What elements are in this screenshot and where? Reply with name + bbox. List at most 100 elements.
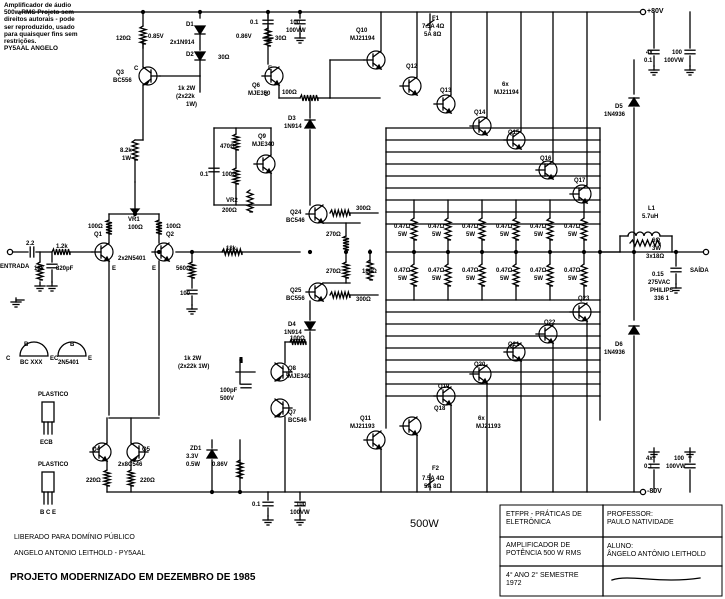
label-q3-type: BC556 xyxy=(113,78,132,84)
output-transistor-lower xyxy=(578,302,588,310)
label-emitter-resistor-power: 5W xyxy=(398,276,407,282)
q9-transistor xyxy=(265,167,273,174)
label-emitter-resistor-value: 0.47Ω xyxy=(462,224,479,230)
junction-dot xyxy=(209,489,215,495)
label-c015-v: 275VAC xyxy=(648,280,671,286)
label-d6: D6 xyxy=(615,342,623,348)
power-rating: 500W xyxy=(410,518,439,530)
label-d4-type: 1N914 xyxy=(284,330,302,336)
emitter-resistor xyxy=(409,217,419,241)
label-r300b: 300Ω xyxy=(356,297,371,303)
label-pin: C xyxy=(264,92,269,98)
label-r200: 200Ω xyxy=(222,208,237,214)
label-c4x01-bot2: 0.1 xyxy=(644,464,653,470)
label-c820: 820pF xyxy=(56,266,74,272)
label-c100pf: 100pF xyxy=(220,388,238,394)
r300-resistor xyxy=(329,289,351,301)
q8-transistor xyxy=(274,362,284,370)
label-vr1: VR1 xyxy=(128,217,140,223)
label-q11: Q11 xyxy=(360,416,372,422)
output-transistor-lower xyxy=(544,324,554,332)
label-q5: Q5 xyxy=(142,447,151,453)
r086-resistor xyxy=(234,459,246,479)
label-c100-bot-v: 100VW xyxy=(290,510,310,516)
q24-transistor xyxy=(314,204,324,212)
label-r100-q6: 100Ω xyxy=(282,90,297,96)
rail-label: -80V xyxy=(647,488,662,495)
label-q2: Q2 xyxy=(166,232,175,238)
label-r18k-fb: 18k xyxy=(226,246,237,252)
label-r100-q9: 100Ω xyxy=(222,172,237,178)
r470-resistor xyxy=(230,133,242,151)
label-emitter-resistor-value: 0.47Ω xyxy=(428,268,445,274)
junction-dot xyxy=(307,249,313,255)
label-l1: L1 xyxy=(648,206,656,212)
q25-transistor xyxy=(314,282,324,290)
label-emitter-resistor-power: 5W xyxy=(500,232,509,238)
label-zd1-v: 3.3V xyxy=(186,454,199,460)
zd1-diode xyxy=(205,448,219,459)
d2-diode xyxy=(193,51,207,62)
label-v085: 0.85V xyxy=(148,34,164,40)
label-c100pf-v: 500V xyxy=(220,396,235,402)
label-c100r-top: 100 xyxy=(672,50,683,56)
label-q1: Q1 xyxy=(94,232,103,238)
output-transistor-lower xyxy=(581,315,589,322)
label-pin: B xyxy=(24,342,29,348)
q2-emitter-resistor xyxy=(154,219,163,235)
student-cell: ALUNO: ÂNGELO ANTÔNIO LEITHOLD xyxy=(607,543,706,559)
label-q4: Q4 xyxy=(92,447,101,453)
label-emitter-resistor-value: 0.47Ω xyxy=(496,224,513,230)
junction-dot xyxy=(156,249,162,255)
r220-resistor xyxy=(101,469,113,487)
label-q16: Q16 xyxy=(540,156,552,162)
label-q3: Q3 xyxy=(116,70,125,76)
emitter-resistor xyxy=(511,217,521,241)
junction-dot xyxy=(343,249,349,255)
notice-line: restrições. xyxy=(4,37,37,45)
label-q8: Q8 xyxy=(288,366,297,372)
junction-dot xyxy=(445,249,451,255)
label-q25: Q25 xyxy=(290,288,302,294)
label-upper-array: 6x xyxy=(502,82,509,88)
label-pin: C xyxy=(54,356,59,362)
plastic-package-ecb xyxy=(41,401,55,423)
q4-transistor xyxy=(101,455,109,462)
q4-transistor xyxy=(98,442,108,450)
teacher-cell: PROFESSOR: PAULO NATIVIDADE xyxy=(607,511,674,527)
label-q12: Q12 xyxy=(406,64,418,70)
label-d6-type: 1N4936 xyxy=(604,350,626,356)
label-emitter-resistor-value: 0.47Ω xyxy=(564,224,581,230)
label-c015-b: PHILIPS xyxy=(650,288,674,294)
output-transistor-upper xyxy=(445,107,453,114)
label-c100-fb: 100 xyxy=(180,291,191,297)
course-cell: ETFPR - PRÁTICAS DE ELETRÔNICA xyxy=(506,511,582,527)
junction-dot xyxy=(479,249,485,255)
emitter-resistor xyxy=(579,217,589,241)
label-c100-top: 100 xyxy=(290,20,301,26)
label-vr1-v: 100Ω xyxy=(128,225,143,231)
label-plastico-2: PLASTICO xyxy=(38,462,69,468)
q3-transistor xyxy=(142,80,150,86)
label-pin: E xyxy=(152,266,157,272)
r270-resistor xyxy=(341,235,350,251)
emitter-resistor xyxy=(511,263,521,287)
emitter-resistor xyxy=(579,263,589,287)
feedback-shunt-resistor xyxy=(186,261,198,279)
label-bce: B C E xyxy=(40,510,57,516)
project-line: AMPLIFICADOR DE xyxy=(506,542,571,549)
label-emitter-resistor-power: 5W xyxy=(500,276,509,282)
label-r1k2w-a2: (2x22k xyxy=(176,94,195,100)
label-n5401: 2N5401 xyxy=(58,360,80,366)
r120-resistor xyxy=(137,25,149,45)
label-r30b: 30Ω xyxy=(218,55,230,61)
label-pin: C xyxy=(134,66,139,72)
notice-line: Amplificador de áudio xyxy=(4,2,72,9)
label-r12k: 1.2k xyxy=(56,244,68,250)
junction-dot xyxy=(189,249,195,255)
plastic-package-bce xyxy=(41,471,55,493)
label-q21: Q21 xyxy=(508,342,520,348)
d4-diode xyxy=(303,321,317,332)
notice-line: direitos autorais - pode xyxy=(4,16,75,24)
output-transistor-lower xyxy=(375,443,383,450)
